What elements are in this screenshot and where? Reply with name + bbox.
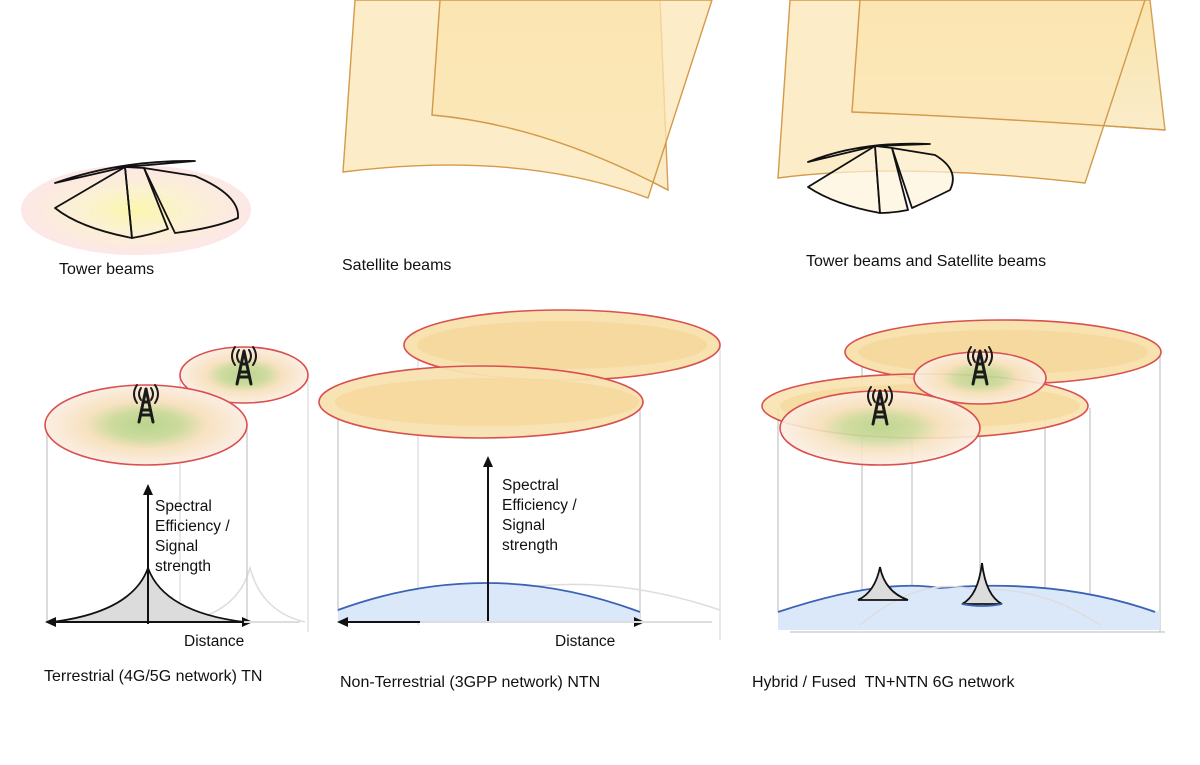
caption-tower-beams: Tower beams bbox=[59, 261, 154, 278]
combined-tower-beam-fan bbox=[807, 142, 954, 214]
satellite-beam-front bbox=[342, 0, 713, 199]
panel-tower-and-satellite: Tower beams and Satellite beams bbox=[777, 0, 1166, 270]
panel-tower-beams: Tower beams bbox=[21, 160, 251, 278]
caption-terrestrial: Terrestrial (4G/5G network) TN bbox=[44, 668, 262, 685]
tower-coverage-glow bbox=[21, 165, 251, 255]
hybrid-tn-peak-1 bbox=[857, 566, 909, 601]
combined-satellite-inner-edge bbox=[851, 0, 1166, 131]
satellite-beam-inner-edge bbox=[431, 0, 669, 191]
tn-cell-secondary bbox=[179, 345, 309, 632]
tn-y-axis-label: Spectral Efficiency / Signal strength bbox=[155, 498, 234, 575]
caption-non-terrestrial: Non-Terrestrial (3GPP network) NTN bbox=[340, 674, 600, 691]
caption-satellite-beams: Satellite beams bbox=[342, 257, 451, 274]
panel-hybrid: Hybrid / Fused TN+NTN 6G network bbox=[752, 319, 1165, 691]
panel-terrestrial: Spectral Efficiency / Signal strength Di… bbox=[44, 345, 309, 685]
caption-hybrid: Hybrid / Fused TN+NTN 6G network bbox=[752, 674, 1015, 691]
ntn-y-axis-label: Spectral Efficiency / Signal strength bbox=[502, 477, 581, 554]
panel-satellite-beams: Satellite beams bbox=[342, 0, 713, 274]
hybrid-tn-peak-2 bbox=[961, 562, 1003, 605]
tn-secondary-signal-curve bbox=[183, 565, 306, 623]
ntn-axes bbox=[337, 456, 712, 627]
hybrid-ground-fill bbox=[778, 585, 1160, 630]
ntn-x-axis-label: Distance bbox=[555, 633, 615, 650]
tn-x-axis-label: Distance bbox=[184, 633, 244, 650]
hybrid-tower-cell-large bbox=[779, 390, 981, 466]
tn-cell-primary bbox=[44, 383, 248, 623]
hybrid-ntn-curve bbox=[777, 584, 1156, 613]
tower-beam-fan bbox=[54, 160, 239, 239]
tn-axes bbox=[45, 484, 300, 627]
panel-non-terrestrial: Spectral Efficiency / Signal strength Di… bbox=[318, 309, 721, 691]
caption-tower-and-satellite: Tower beams and Satellite beams bbox=[806, 253, 1046, 270]
